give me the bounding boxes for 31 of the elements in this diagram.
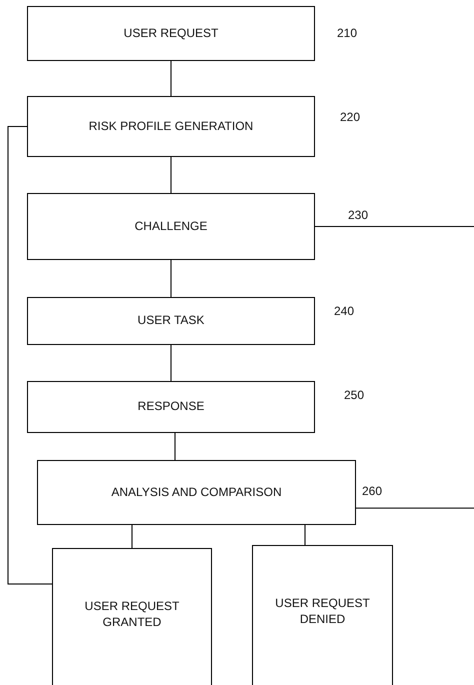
reference-numeral: 220 [340, 110, 360, 124]
reference-numeral: 230 [348, 208, 368, 222]
connector-line [170, 156, 172, 194]
connector-line [170, 344, 172, 382]
box-label: USER REQUEST [124, 26, 218, 42]
connector-line [174, 432, 176, 460]
process-box [37, 460, 356, 525]
box-label: USER TASK [138, 313, 204, 329]
connector-line [170, 60, 172, 96]
reference-numeral: 210 [337, 26, 358, 40]
process-box [27, 297, 315, 345]
box-label: ANALYSIS AND COMPARISON [111, 484, 282, 500]
connector-line [304, 524, 306, 546]
reference-numeral: 250 [344, 388, 364, 402]
connector-line [8, 126, 52, 584]
process-box [27, 193, 315, 260]
connector-line [170, 260, 172, 298]
box-label: CHALLENGE [134, 218, 208, 234]
connector-line [314, 226, 474, 227]
box-label: USER REQUEST DENIED [274, 596, 371, 628]
process-box [252, 545, 393, 685]
process-box [27, 6, 315, 61]
reference-numeral: 260 [362, 484, 382, 498]
reference-numeral: 240 [334, 304, 354, 318]
connector-line [356, 508, 474, 509]
box-label: RESPONSE [138, 399, 204, 415]
box-label: USER REQUEST GRANTED [84, 599, 180, 630]
box-label: RISK PROFILE GENERATION [88, 118, 254, 134]
process-box [27, 96, 315, 157]
process-box [27, 381, 315, 433]
process-box [52, 548, 212, 685]
